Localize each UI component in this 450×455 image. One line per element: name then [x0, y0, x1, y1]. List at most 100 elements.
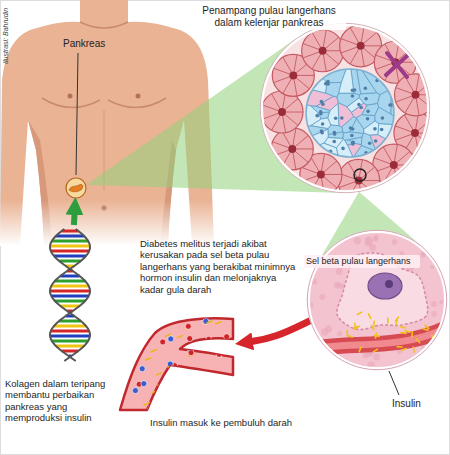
cell-nucleus — [351, 94, 355, 98]
node-text: Penampang pulau langerhans dalam kelenja… — [192, 4, 346, 30]
insulin-granule — [431, 344, 435, 348]
insulin-granule — [178, 403, 183, 405]
insulin-granule — [401, 332, 406, 334]
glucose-molecule — [132, 388, 138, 394]
glucose-molecule — [123, 355, 129, 361]
acinus-cell-wall — [297, 75, 314, 76]
insulin-granule — [145, 358, 150, 360]
glucose-molecule — [119, 336, 125, 342]
tissue-grain — [319, 294, 325, 300]
cell-nucleus — [374, 139, 378, 143]
tissue-grain — [430, 242, 436, 248]
insulin-granule — [401, 327, 406, 328]
node-text: Insulin masuk ke pembuluh darah — [150, 417, 325, 428]
leader-line — [76, 53, 78, 175]
helix-rung — [51, 250, 89, 253]
insulin-granule — [387, 318, 389, 323]
acinus-cell-wall — [341, 47, 357, 53]
glucose-molecule — [199, 342, 205, 348]
acinus-cell-wall — [293, 153, 296, 170]
section-outline — [260, 23, 429, 192]
islet-cell — [304, 67, 327, 93]
insulin-granule — [405, 331, 410, 332]
acinus-cell-wall — [363, 180, 380, 181]
tissue-grain — [431, 311, 437, 317]
blood-cell — [224, 334, 230, 340]
tissue-grain — [336, 283, 340, 287]
insulin-granule — [207, 321, 212, 323]
acinus-cell-wall — [262, 105, 278, 111]
blood-cell — [147, 407, 153, 413]
insulin-granule — [117, 315, 122, 317]
cell-nucleus — [357, 103, 361, 107]
helix-strand — [50, 229, 90, 361]
acinus-cell-wall — [303, 44, 319, 50]
cell-nucleus — [321, 102, 325, 106]
insulin-granule — [417, 339, 420, 343]
pancreas-spot-shape — [65, 177, 87, 199]
insulin-granule — [200, 314, 205, 316]
cell-nucleus — [373, 127, 377, 131]
acinus-cell-wall — [272, 94, 281, 109]
acinus-cell-wall — [324, 161, 337, 172]
acinus — [395, 74, 437, 116]
cell-nucleus — [351, 141, 355, 145]
acinus-lumen — [357, 42, 365, 50]
acinus-cell-wall — [293, 128, 296, 145]
cell-nucleus — [321, 122, 325, 126]
helix-rung — [52, 340, 88, 343]
blood-cell — [116, 366, 122, 372]
cell-nucleus — [333, 131, 337, 135]
acinus-cell-wall — [350, 49, 359, 64]
acinus-cell-wall — [285, 99, 298, 110]
blood-cell — [115, 359, 121, 365]
blood-cell — [114, 335, 120, 341]
acinus-lumen — [278, 108, 286, 116]
insulin-granule — [413, 347, 415, 352]
acinus-cell-wall — [395, 134, 411, 140]
cell-nucleus — [350, 134, 354, 138]
insulin-granule — [165, 334, 170, 336]
insulin-granule — [346, 331, 348, 336]
blood-cell — [125, 359, 131, 365]
acinus-body — [338, 159, 380, 201]
acinus-cell-wall — [341, 39, 357, 45]
pancreas-circle — [66, 178, 86, 198]
insulin-granule — [401, 349, 406, 351]
islet-cell — [328, 125, 343, 135]
tissue-grain — [443, 320, 448, 325]
islet-cell — [364, 121, 379, 135]
acinus-cell-wall — [285, 115, 298, 126]
helix-strand — [50, 229, 90, 361]
acinus-cell-wall — [274, 77, 290, 83]
insulin-granule — [411, 332, 413, 337]
glucose-molecule — [203, 318, 209, 324]
glucose-molecule — [167, 361, 173, 367]
insulin-granule — [161, 388, 166, 390]
tissue-grain — [428, 360, 434, 366]
acinus-cell-wall — [326, 37, 339, 48]
collagen-helix: Kolagen dalam teripang membantu perbaika… — [42, 225, 98, 365]
credit-note: Ilustrasi: Bahrudin — [2, 8, 10, 64]
acinus-cell-wall — [361, 50, 364, 67]
glucose-molecule — [206, 378, 212, 384]
collarbone — [80, 22, 128, 28]
acinus-cell-wall — [376, 64, 392, 70]
insulin-granule — [357, 312, 361, 314]
pancreas-spot: Pankreas — [65, 177, 87, 199]
acinus-cell-wall — [312, 54, 321, 69]
helix-rung — [50, 290, 90, 293]
tissue-grain — [439, 300, 443, 304]
islet-cell — [351, 103, 367, 118]
glucose-molecule — [194, 379, 200, 385]
cell-nucleus — [315, 114, 319, 118]
collagen-helix-shape — [42, 225, 98, 365]
cell-nucleus — [359, 106, 363, 110]
acinus-cell-wall — [374, 158, 390, 164]
glucose-molecule — [228, 388, 234, 394]
acinus-lumen — [412, 91, 420, 99]
glucose-molecule — [221, 378, 227, 384]
acinus-cell-wall — [359, 184, 362, 201]
blood-cell — [218, 375, 224, 381]
insulin-granule — [194, 314, 199, 316]
